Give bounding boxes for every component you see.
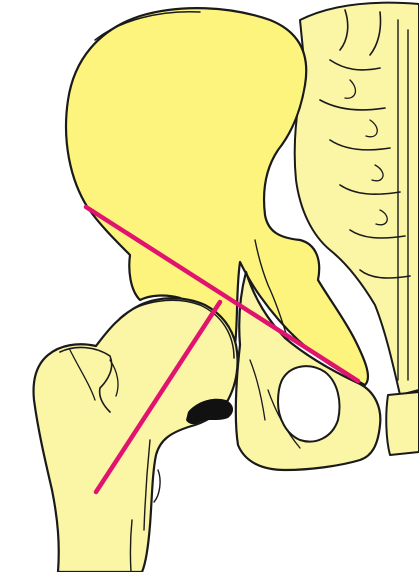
pubic-symphysis bbox=[386, 392, 419, 455]
